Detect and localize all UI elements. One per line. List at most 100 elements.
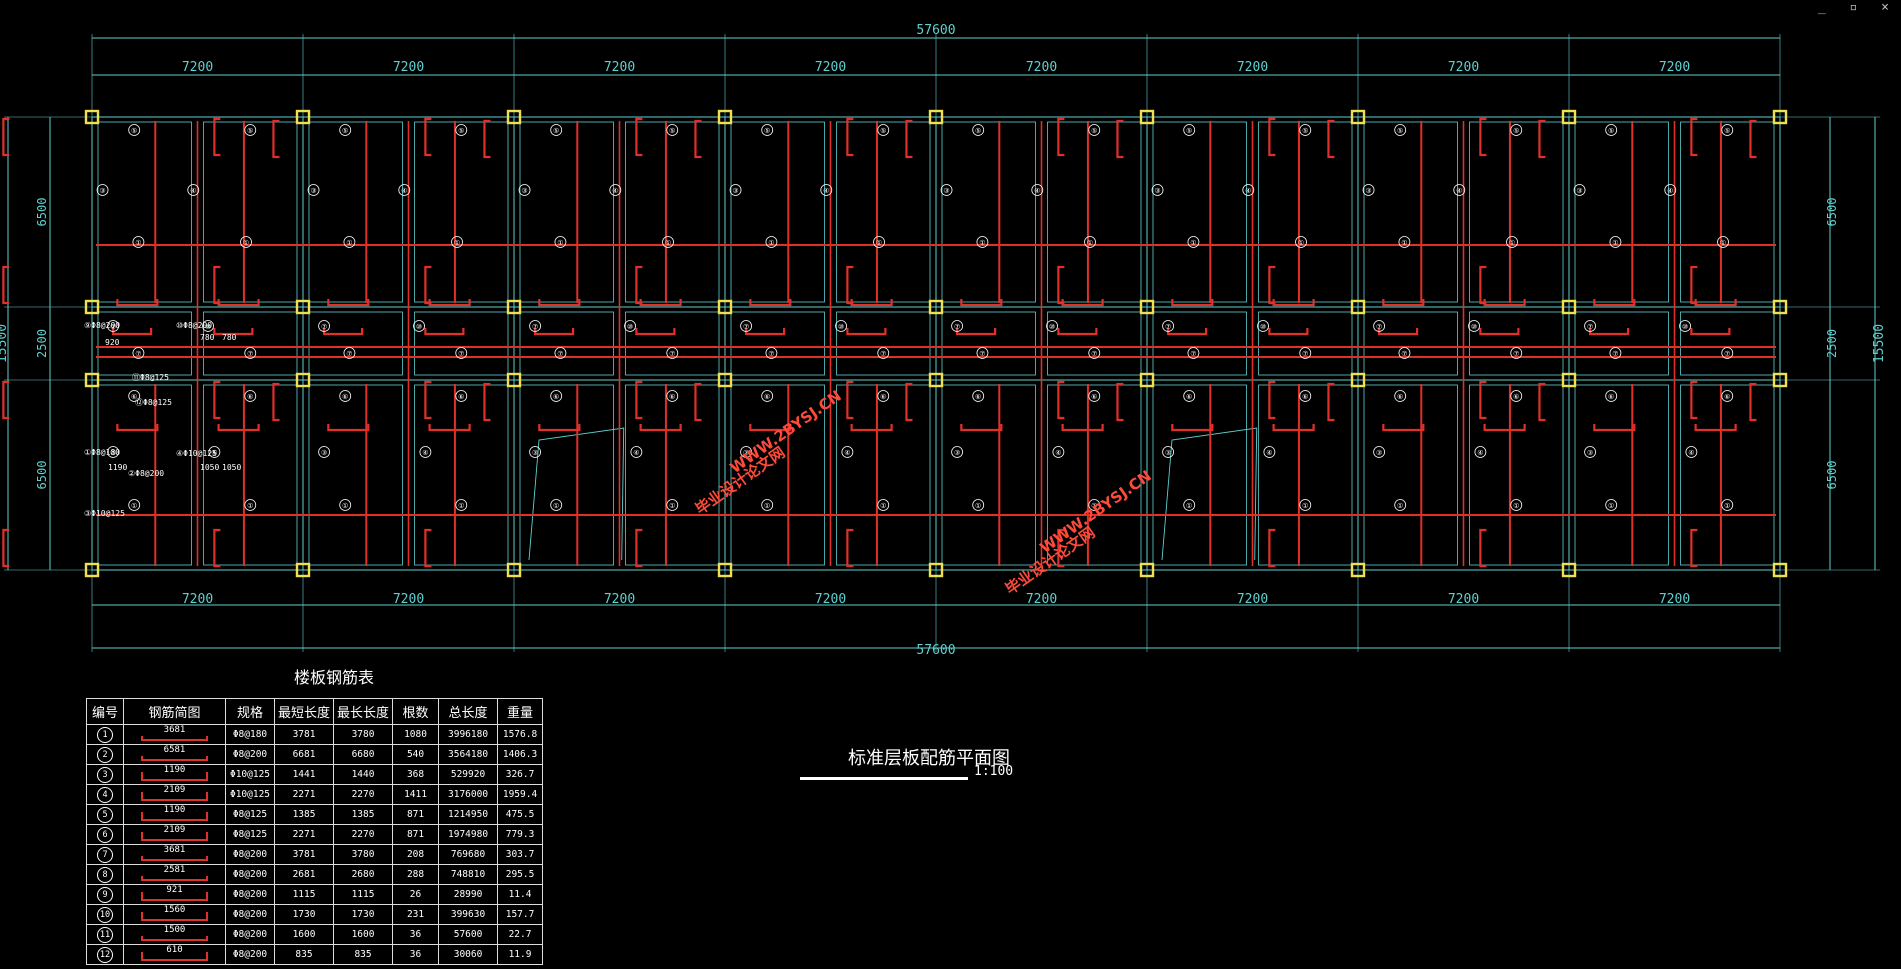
top-rebar-hook <box>424 528 432 568</box>
slab-panel <box>519 384 614 566</box>
spec-cell: Φ8@200 <box>225 944 275 965</box>
rebar-mark-circle <box>972 499 985 511</box>
top-rebar-hook <box>327 424 370 432</box>
top-rebar-hook <box>1116 119 1124 159</box>
rebar-mark-label: ⑤ <box>975 127 981 135</box>
column-square <box>928 299 944 315</box>
top-rebar-hook <box>424 380 432 420</box>
rebar-mark-label: ⑤ <box>1513 127 1519 135</box>
min-length-cell: 1441 <box>273 764 335 785</box>
overall-width-label: 57600 <box>916 23 955 38</box>
rebar-mark-label: ① <box>665 239 671 247</box>
rebar-mark-circle <box>1295 236 1307 248</box>
shape-length: 2109 <box>163 824 186 835</box>
rebar-mark-label: ④ <box>844 449 850 457</box>
title-underline <box>800 777 968 780</box>
top-rebar-hook <box>424 328 465 336</box>
rebar-mark-circle <box>244 347 257 359</box>
rebar-shape: 921 <box>123 884 226 905</box>
column-square <box>295 109 311 125</box>
top-rebar-hook <box>749 299 792 307</box>
top-rebar-hook <box>483 382 491 422</box>
top-rebar-hook <box>1593 424 1636 432</box>
rebar-mark-circle <box>1151 184 1164 196</box>
top-rebar-hook <box>1538 382 1546 422</box>
column-square <box>928 372 944 388</box>
rebar-mark-circle <box>554 347 567 359</box>
rebar-mark-label: ① <box>1513 502 1519 510</box>
column-square <box>506 562 522 578</box>
total-length-cell: 57600 <box>438 924 499 945</box>
top-rebar-hook <box>112 328 153 336</box>
detail-note: 1050 <box>222 463 241 472</box>
rebar-mark-label: ⑤ <box>669 127 675 135</box>
rebar-mark-label: ③ <box>1365 187 1371 195</box>
rebar-mark-label: ⑦ <box>880 350 886 358</box>
slab-panel <box>730 121 825 303</box>
rebar-mark-label: ⑦ <box>1376 323 1382 331</box>
rebar-mark-circle <box>1299 124 1312 136</box>
rebar-mark-label: ④ <box>612 187 618 195</box>
weight-cell: 303.7 <box>497 844 544 865</box>
bay-dim-label: 7200 <box>393 60 424 75</box>
depth-dim-label: 6500 <box>1825 461 1839 490</box>
top-rebar-hook <box>1479 265 1487 305</box>
rebar-mark-label: ① <box>1401 239 1407 247</box>
column-square <box>506 372 522 388</box>
column-square <box>295 299 311 315</box>
rebar-mark-label: ⑦ <box>135 350 141 358</box>
rebar-mark-label: ③ <box>943 187 949 195</box>
rebar-mark-circle <box>877 347 890 359</box>
rebar-mark-circle <box>1183 390 1196 402</box>
total-length-cell: 399630 <box>438 904 499 925</box>
shape-length: 610 <box>166 944 183 955</box>
bay-dim-label: 7200 <box>1448 60 1479 75</box>
top-rebar-hook <box>1171 299 1214 307</box>
rebar-mark-label: ⑥ <box>880 393 886 401</box>
rebar-mark-label: ⑩ <box>1471 323 1477 331</box>
rebar-mark-circle <box>202 320 214 332</box>
rebar-shape-icon <box>141 755 208 761</box>
max-length-cell: 2270 <box>333 784 394 805</box>
rebar-mark-label: ① <box>553 502 559 510</box>
rebar-mark-circle <box>761 124 774 136</box>
rebar-mark-circle <box>128 124 141 136</box>
rebar-mark-label: ⑦ <box>1165 323 1171 331</box>
top-rebar-hook <box>1268 380 1276 420</box>
rebar-mark-circle <box>307 184 320 196</box>
top-rebar-hook <box>1690 528 1698 568</box>
rebar-mark-label: ⑦ <box>979 350 985 358</box>
slab-panel <box>203 121 298 303</box>
rebar-mark-circle <box>1257 320 1269 332</box>
rebar-mark-label: ⑦ <box>321 323 327 331</box>
slab-panel <box>203 311 298 376</box>
rebar-mark-label: ⑤ <box>764 127 770 135</box>
weight-cell: 11.4 <box>497 884 544 905</box>
column-square <box>717 372 733 388</box>
rebar-mark-label: ④ <box>401 187 407 195</box>
top-rebar-hook <box>534 328 575 336</box>
min-length-cell: 3781 <box>273 724 335 745</box>
rebar-mark-circle <box>820 184 833 196</box>
slab-panel <box>1047 121 1142 303</box>
column-square <box>506 299 522 315</box>
rebar-mark-circle <box>1679 320 1691 332</box>
rebar-shape: 2581 <box>123 864 226 885</box>
rebar-mark-label: ① <box>979 239 985 247</box>
overall-width-label: 57600 <box>916 643 955 658</box>
detail-note: 780 <box>222 333 237 342</box>
rebar-mark-circle <box>1510 499 1523 511</box>
row-number: 4 <box>86 784 124 805</box>
rebar-mark-circle <box>1398 347 1411 359</box>
top-rebar-hook <box>213 328 254 336</box>
row-number: 7 <box>86 844 124 865</box>
rebar-mark-label: ① <box>557 239 563 247</box>
window-controls[interactable]: _ ▫ × <box>1817 0 1897 15</box>
bay-dim-label: 7200 <box>815 592 846 607</box>
column-square <box>1139 109 1155 125</box>
top-rebar-hook <box>1057 265 1065 305</box>
rebar-mark-label: ⑤ <box>1397 127 1403 135</box>
